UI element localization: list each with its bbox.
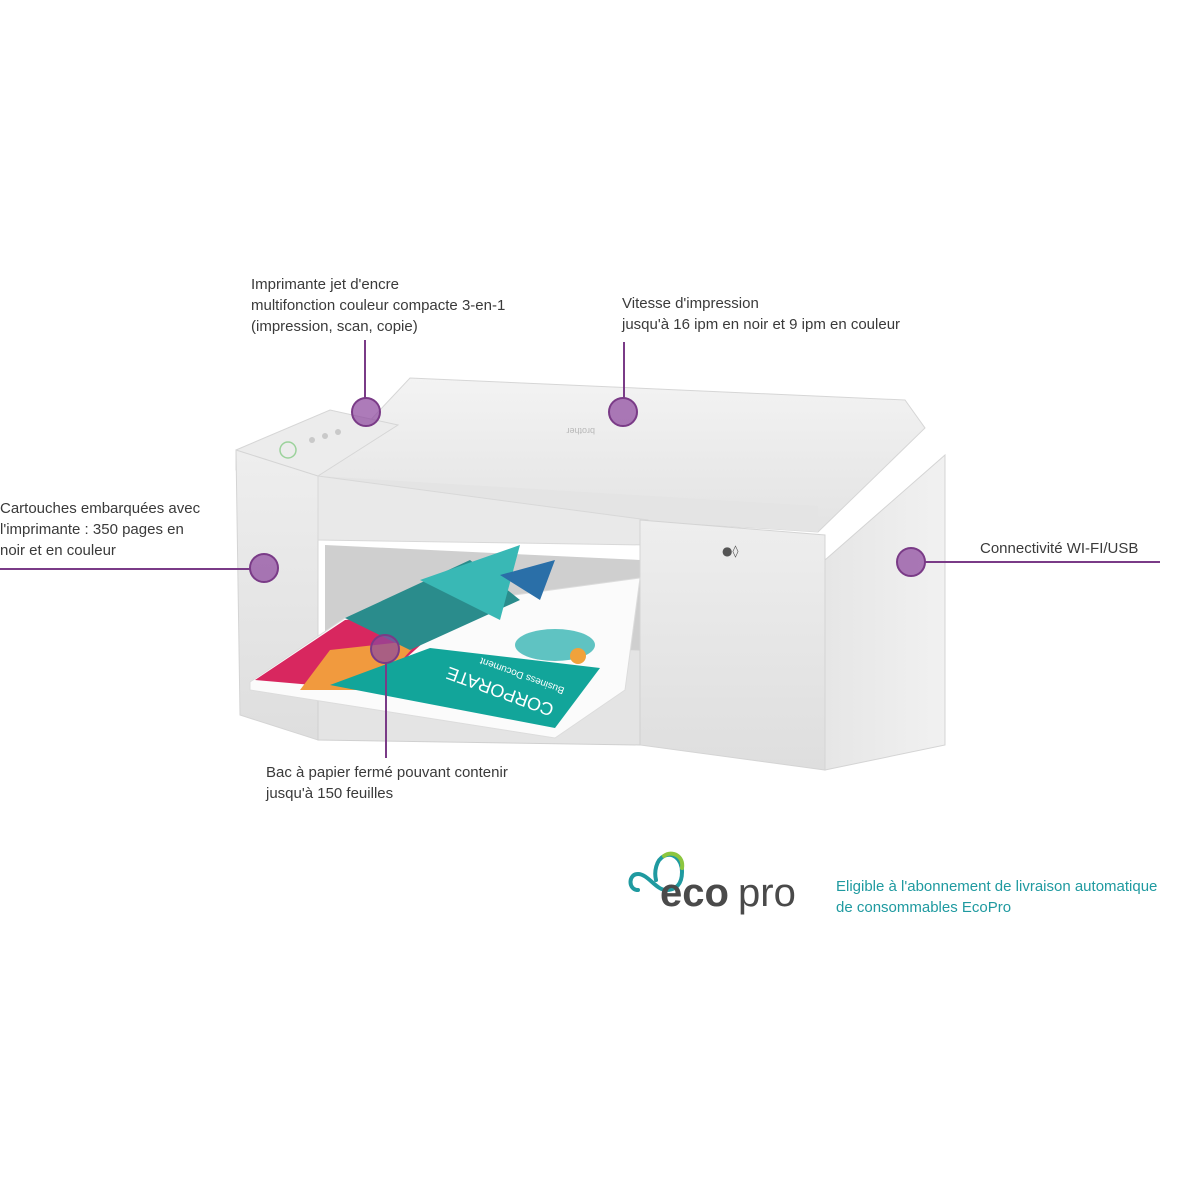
callout-speed-text: Vitesse d'impression jusqu'à 16 ipm en n… <box>622 295 901 333</box>
printout-title-block <box>330 648 600 728</box>
ecopro-logo-pro: pro <box>738 871 796 915</box>
callout-cartridges-line <box>0 568 250 570</box>
callout-paper-tray-dot[interactable] <box>370 634 400 664</box>
ecopro-eligibility-text: Eligible à l'abonnement de livraison aut… <box>836 878 1158 916</box>
callout-multifunction-dot[interactable] <box>351 397 381 427</box>
svg-text:●◊: ●◊ <box>722 544 738 558</box>
callout-connectivity-text: Connectivité WI-FI/USB <box>980 540 1139 557</box>
ecopro-logo-eco: eco <box>660 871 729 915</box>
callout-multifunction-text: Imprimante jet d'encre multifonction cou… <box>251 276 506 335</box>
printer-brand-mark: brother <box>566 426 595 436</box>
callout-connectivity-dot[interactable] <box>896 547 926 577</box>
callout-cartridges-text: Cartouches embarquées avec l'imprimante … <box>0 500 201 559</box>
callout-paper-tray-text: Bac à papier fermé pouvant contenir jusq… <box>266 764 508 802</box>
callout-speed-line <box>623 342 625 398</box>
callout-multifunction-line <box>364 340 366 398</box>
printer-lid-edge <box>318 476 818 532</box>
callout-paper-tray-line <box>385 662 387 758</box>
callout-cartridges-dot[interactable] <box>249 553 279 583</box>
callout-speed-dot[interactable] <box>608 397 638 427</box>
callout-connectivity-line <box>924 561 1160 563</box>
ecopro-logo: eco pro <box>628 851 796 915</box>
